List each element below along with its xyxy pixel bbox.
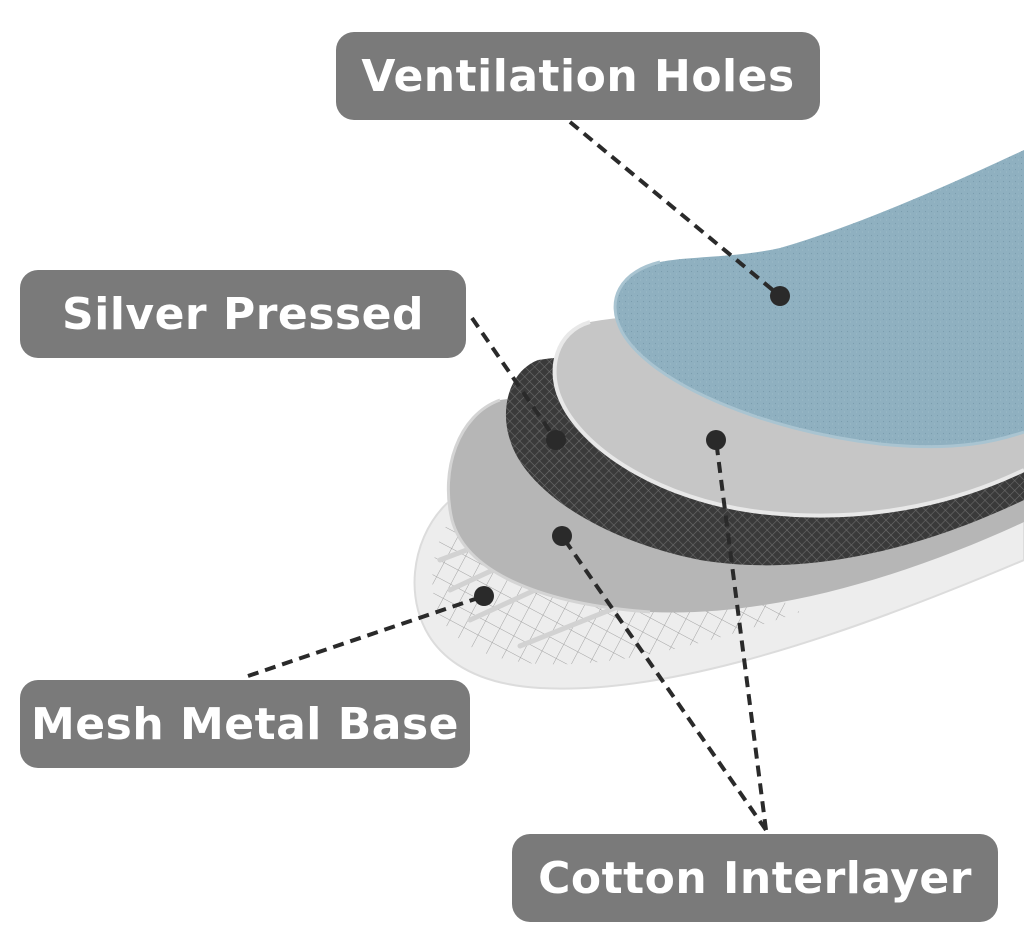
marker-dot-mesh (474, 586, 494, 606)
callout-cotton-interlayer: Cotton Interlayer (512, 834, 998, 922)
callout-silver-pressed: Silver Pressed (20, 270, 466, 358)
leader-line-mesh (247, 594, 485, 678)
callout-cotton-interlayer-text: Cotton Interlayer (538, 852, 972, 904)
callout-ventilation-holes-text: Ventilation Holes (361, 50, 795, 102)
leader-line-cotton-b (714, 439, 768, 831)
leader-line-ventilation (568, 120, 782, 298)
marker-dot-silver (546, 430, 566, 450)
marker-dot-cotton-lower (552, 526, 572, 546)
leader-line-cotton-a (560, 534, 768, 832)
callout-silver-pressed-text: Silver Pressed (62, 288, 424, 340)
callout-ventilation-holes: Ventilation Holes (336, 32, 820, 120)
leader-line-silver (470, 316, 558, 442)
callout-mesh-metal-base: Mesh Metal Base (20, 680, 470, 768)
leader-lines (247, 120, 782, 832)
marker-dot-cotton-upper (706, 430, 726, 450)
marker-dot-ventilation (770, 286, 790, 306)
ventilation-top-layer (613, 150, 1024, 449)
callout-mesh-metal-base-text: Mesh Metal Base (31, 698, 459, 750)
marker-dots (474, 286, 790, 606)
